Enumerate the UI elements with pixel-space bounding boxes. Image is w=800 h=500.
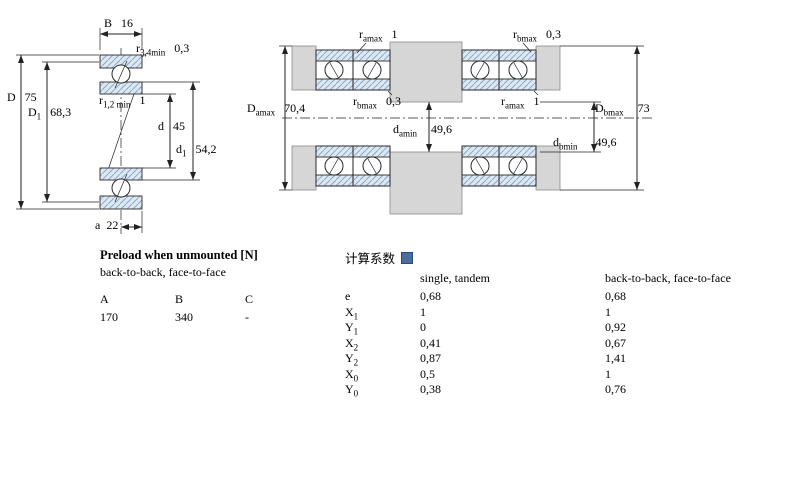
factor-value-single-tandem: 0	[420, 320, 426, 334]
factors-col-header-single-tandem: single, tandem	[420, 271, 490, 285]
factor-value-single-tandem: 0,87	[420, 351, 441, 365]
factors-title-text: 计算系数	[345, 252, 396, 266]
preload-subtitle: back-to-back, face-to-face	[100, 265, 226, 279]
factor-symbol: X2	[345, 335, 359, 352]
factor-value-back-to-back: 1	[605, 304, 611, 319]
calculation-factors-icon[interactable]	[401, 251, 414, 264]
factor-symbol: Y2	[345, 351, 359, 368]
factor-symbol: X0	[345, 366, 359, 383]
factor-row: X2 0,41 0,67	[345, 335, 785, 352]
dimension-lines	[16, 28, 655, 233]
factor-row: Y2 0,87 1,41	[345, 351, 785, 368]
factor-value-back-to-back: 0,76	[605, 382, 626, 396]
preload-value-C: -	[245, 310, 249, 324]
single-bearing-cross-section	[99, 48, 143, 234]
factor-row: e 0,68 0,68	[345, 289, 785, 303]
factor-value-back-to-back: 0,92	[605, 320, 626, 334]
factors-title: 计算系数	[345, 248, 414, 267]
factors-col-header-back-to-back: back-to-back, face-to-face	[605, 271, 731, 285]
factor-row: Y0 0,38 0,76	[345, 382, 785, 399]
factor-symbol: Y0	[345, 382, 359, 399]
factor-value-single-tandem: 0,41	[420, 335, 441, 350]
factor-symbol: e	[345, 289, 351, 303]
factor-symbol: Y1	[345, 320, 359, 337]
factor-symbol: X1	[345, 304, 359, 321]
preload-value-A: 170	[100, 310, 118, 324]
preload-col-header-B: B	[175, 292, 184, 306]
calculation-factors-section: 计算系数 single, tandem back-to-back, face-t…	[345, 248, 785, 413]
factor-row: Y1 0 0,92	[345, 320, 785, 337]
factor-value-single-tandem: 0,5	[420, 366, 435, 381]
factor-value-back-to-back: 0,67	[605, 335, 626, 350]
factor-value-single-tandem: 0,68	[420, 289, 441, 303]
mounting-diagram-face-to-face	[461, 45, 561, 191]
factor-row: X1 1 1	[345, 304, 785, 321]
factor-value-single-tandem: 0,38	[420, 382, 441, 396]
preload-value-B: 340	[175, 310, 193, 324]
preload-col-header-C: C	[245, 292, 254, 306]
mounting-diagram-back-to-back	[291, 41, 463, 215]
preload-section: Preload when unmounted [N] back-to-back,…	[100, 248, 340, 338]
preload-col-header-A: A	[100, 292, 109, 306]
factor-value-back-to-back: 0,68	[605, 289, 626, 303]
preload-header-row: A B C	[100, 292, 340, 306]
factor-value-back-to-back: 1,41	[605, 351, 626, 365]
factor-value-back-to-back: 1	[605, 366, 611, 381]
preload-title: Preload when unmounted [N]	[100, 248, 258, 262]
factor-value-single-tandem: 1	[420, 304, 426, 319]
factor-row: X0 0,5 1	[345, 366, 785, 383]
preload-value-row: 170 340 -	[100, 310, 340, 324]
